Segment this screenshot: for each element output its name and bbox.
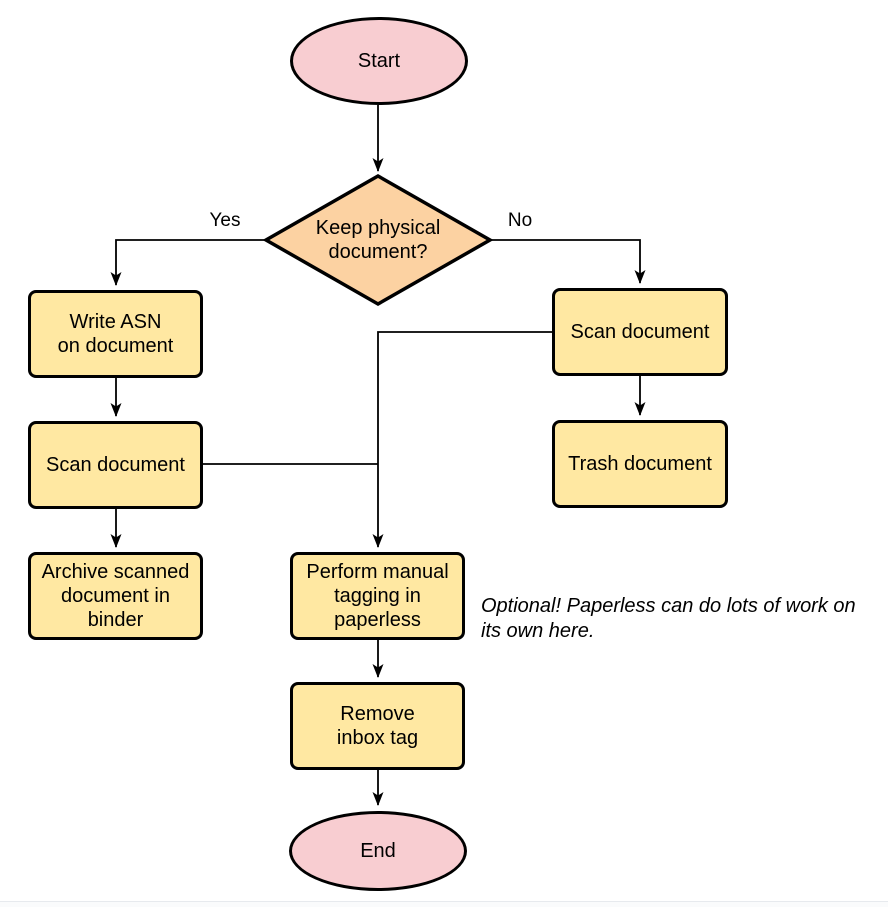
edge-label-yes: Yes xyxy=(209,210,241,231)
node-end: End xyxy=(289,811,467,891)
node-label: Start xyxy=(357,50,401,72)
edge-scan-right-to-tagging xyxy=(372,331,552,548)
decision-diamond-shape xyxy=(262,173,494,307)
page-bottom-edge xyxy=(0,901,888,907)
node-decision-label: Keep physical document? xyxy=(315,217,441,263)
node-archive-in-binder: Archive scanned document in binder xyxy=(28,552,203,640)
annotation-note: Optional! Paperless can do lots of work … xyxy=(481,595,856,642)
node-label: Perform manual tagging in paperless xyxy=(306,561,449,631)
node-label: Remove inbox tag xyxy=(336,703,419,749)
node-label: Scan document xyxy=(46,454,185,476)
node-scan-document-right: Scan document xyxy=(552,288,728,376)
node-label: Trash document xyxy=(568,453,712,475)
node-start: Start xyxy=(290,17,468,105)
edge-label-no: No xyxy=(507,210,533,231)
node-remove-inbox-tag: Remove inbox tag xyxy=(290,682,465,770)
node-trash-document: Trash document xyxy=(552,420,728,508)
node-manual-tagging: Perform manual tagging in paperless xyxy=(290,552,465,640)
node-label: Scan document xyxy=(570,321,710,343)
edge-decision-to-scan-right xyxy=(489,239,646,284)
node-label: End xyxy=(360,840,396,862)
node-label: Write ASN on document xyxy=(57,311,174,357)
edge-decision-to-write-asn xyxy=(110,239,266,286)
node-write-asn: Write ASN on document xyxy=(28,290,203,378)
node-scan-document-left: Scan document xyxy=(28,421,203,509)
node-label: Archive scanned document in binder xyxy=(41,561,190,631)
